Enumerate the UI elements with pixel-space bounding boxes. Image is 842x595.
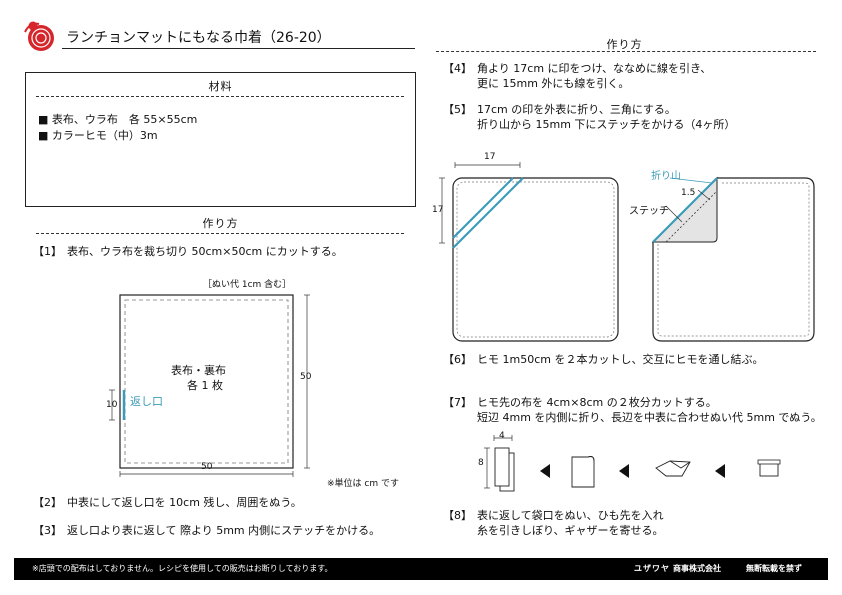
unit-note: ※単位は cm です — [327, 479, 399, 489]
company-mark: ユザワヤ — [634, 564, 670, 573]
copyright-note: 無断転載を禁ず — [746, 564, 802, 573]
materials-item: ■ 表布、ウラ布 各 55×55cm — [38, 113, 198, 126]
step-4: 【4】角より 17cm に印をつけ、ななめに線を引き、 更に 15mm 外にも線… — [443, 62, 712, 90]
fold-top-dim: 17 — [484, 152, 496, 162]
step-3: 【3】返し口より表に返して 際より 5mm 内側にステッチをかける。 — [33, 524, 381, 537]
fabric-diagram — [109, 294, 310, 477]
company-name: 商事株式会社 — [673, 564, 721, 573]
stitch-label: ステッチ — [629, 206, 669, 217]
fold-label: 折り山 — [651, 171, 681, 182]
materials-item: ■ カラーヒモ（中）3m — [38, 129, 158, 142]
step-5: 【5】17cm の印を外表に折り、三角にする。 折り山から 15mm 下にステッ… — [443, 103, 736, 131]
fold-side-dim: 17 — [432, 205, 444, 215]
step-2: 【2】中表にして返し口を 10cm 残し、周囲をぬう。 — [33, 496, 302, 509]
method-divider-left — [36, 233, 404, 234]
fabric-label: 表布・裏布 — [171, 364, 226, 377]
step-8: 【8】表に返して袋口をぬい、ひも先を入れ 糸を引きしぼり、ギャザーを寄せる。 — [443, 509, 664, 537]
cord-width-dim: 4 — [499, 431, 505, 441]
method-divider-right — [436, 51, 816, 52]
footer-bar: ※店頭での配布はしておりません。レシピを使用しての販売はお断りしております。 ユ… — [14, 558, 828, 580]
method-heading-right: 作り方 — [606, 38, 643, 51]
footer-notice: ※店頭での配布はしておりません。レシピを使用しての販売はお断りしております。 — [32, 564, 333, 573]
opening-dim: 10 — [106, 400, 118, 410]
cord-height-dim: 8 — [478, 458, 484, 468]
step-1: 【1】表布、ウラ布を裁ち切り 50cm×50cm にカットする。 — [33, 245, 343, 258]
height-dim: 50 — [300, 372, 312, 382]
materials-divider — [36, 96, 404, 97]
seam-allowance-note: ［ぬい代 1cm 含む］ — [203, 280, 292, 290]
step-7: 【7】ヒモ先の布を 4cm×8cm の２枚分カットする。 短辺 4mm を内側に… — [443, 396, 822, 424]
brand-logo-icon — [22, 18, 60, 52]
corner-fold-diagram — [439, 162, 815, 342]
cord-end-diagram — [484, 435, 781, 492]
step-6: 【6】ヒモ 1m50cm を２本カットし、交互にヒモを通し結ぶ。 — [443, 353, 764, 366]
fold-dim: 1.5 — [681, 188, 696, 198]
materials-box — [25, 72, 416, 207]
title-underline — [62, 48, 415, 49]
fabric-count: 各 1 枚 — [187, 379, 223, 392]
opening-label: 返し口 — [130, 395, 163, 408]
width-dim: 50 — [201, 462, 213, 472]
materials-heading: 材料 — [208, 80, 233, 93]
method-heading-left: 作り方 — [202, 217, 239, 230]
page-title: ランチョンマットにもなる巾着（26-20） — [66, 30, 331, 46]
